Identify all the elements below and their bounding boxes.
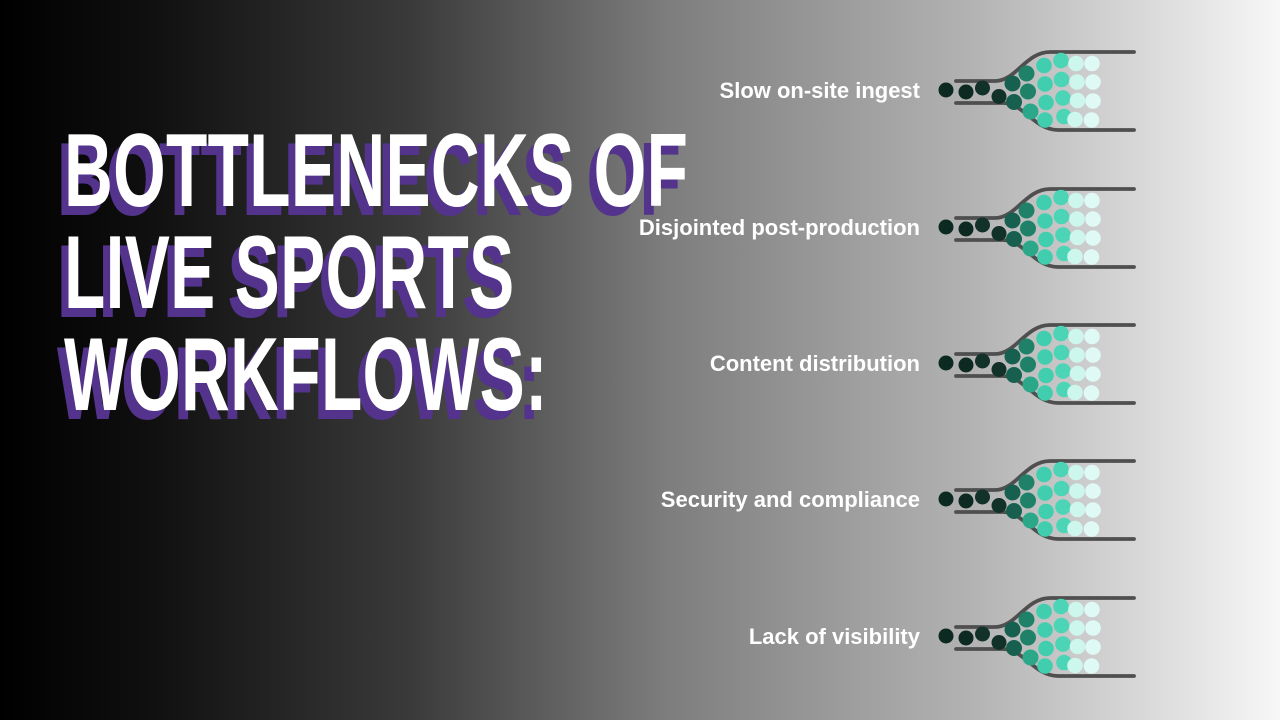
bottleneck-label: Content distribution xyxy=(709,350,920,376)
bottleneck-row: Slow on-site ingest xyxy=(0,42,1136,140)
title-line: WORKFLOWS: xyxy=(64,317,548,433)
title-line: BOTTLENECKS OF xyxy=(64,113,689,229)
funnel-bottleneck-icon xyxy=(938,459,1136,541)
funnel-bottleneck-icon xyxy=(938,322,1136,405)
funnel-bottleneck-icon xyxy=(938,595,1136,678)
bottleneck-label: Slow on-site ingest xyxy=(719,78,920,103)
bottleneck-row: Disjointed post-production xyxy=(0,179,1136,277)
funnel-bottleneck-icon xyxy=(938,186,1136,269)
title-line: LIVE SPORTS xyxy=(64,215,515,331)
bottleneck-row: Lack of visibility xyxy=(0,588,1136,686)
funnel-bottleneck-icon xyxy=(938,50,1136,132)
bottleneck-label: Lack of visibility xyxy=(748,623,920,649)
bottleneck-row: Security and compliance xyxy=(0,451,1136,549)
page-title: BOTTLENECKS OF LIVE SPORTS WORKFLOWS: xyxy=(64,113,689,433)
bottleneck-row: Content distribution xyxy=(0,315,1136,413)
bottleneck-label: Security and compliance xyxy=(660,487,920,512)
bottleneck-label: Disjointed post-production xyxy=(638,214,920,240)
